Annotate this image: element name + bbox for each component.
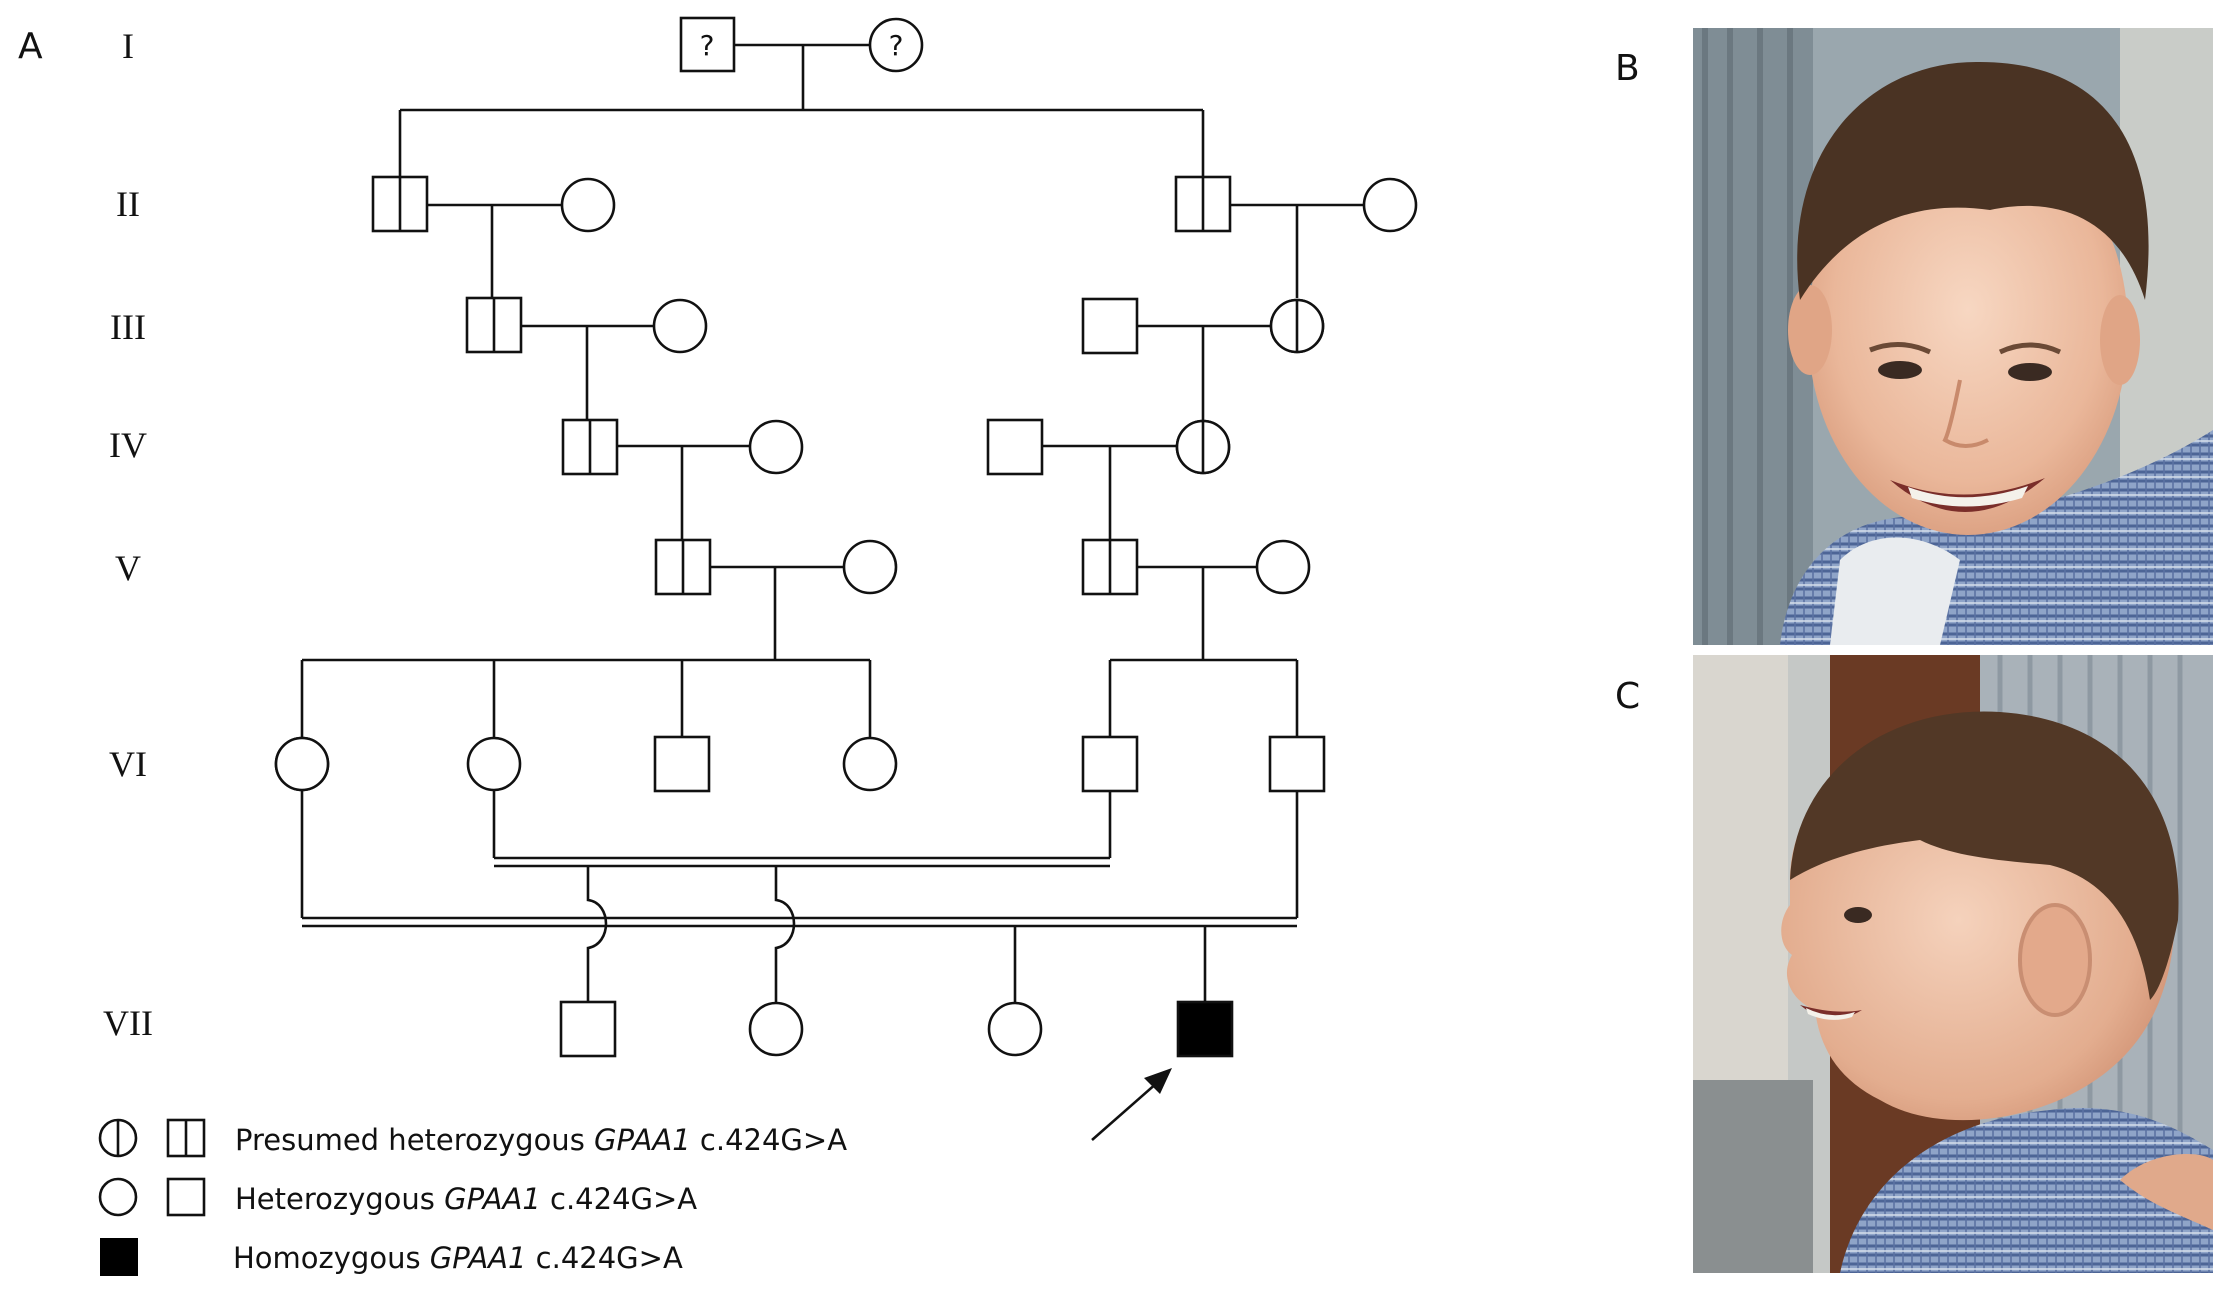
individual-iii-3-male (1081, 297, 1139, 355)
individual-ii-2-female (560, 177, 616, 233)
generation-label-vi: VI (109, 744, 147, 784)
panel-label-b: B (1615, 48, 1640, 89)
generation-label-iii: III (110, 307, 146, 347)
individual-i-2-female-unknown (868, 17, 924, 73)
individual-v-1-male-presumed-carrier (654, 538, 712, 596)
generation-label-iv: IV (109, 425, 147, 465)
generation-label-ii: II (116, 184, 140, 224)
generation-label-i: I (122, 26, 134, 66)
legend-homozygous-label: Homozygous GPAA1 c.424G>A (233, 1241, 683, 1275)
individual-v-3-male-presumed-carrier (1081, 538, 1139, 596)
legend-presumed-heterozygous-label: Presumed heterozygous GPAA1 c.424G>A (235, 1123, 847, 1157)
photo-c-profile-face (1693, 655, 2213, 1273)
individual-vi-1-female-carrier (274, 736, 330, 792)
individual-vi-4-female (842, 736, 898, 792)
individual-v-4-female (1255, 539, 1311, 595)
individual-ii-3-male-presumed-carrier (1174, 175, 1232, 233)
individual-v-2-female (842, 539, 898, 595)
individual-vi-5-male (1081, 735, 1139, 793)
individual-iv-2-female (748, 419, 804, 475)
individual-iv-1-male-presumed-carrier (561, 418, 619, 476)
individual-vi-3-male (653, 735, 711, 793)
individual-vi-2-female (466, 736, 522, 792)
unknown-marker: ? (889, 29, 904, 62)
individual-vii-4-male-affected-proband (1176, 1000, 1234, 1058)
individual-iv-3-male (986, 418, 1044, 476)
individual-vii-1-male (559, 1000, 617, 1058)
panel-label-a: A (18, 26, 43, 67)
generation-label-vii: VII (103, 1003, 153, 1043)
individual-vi-6-male-carrier (1268, 735, 1326, 793)
individual-iii-2-female (652, 298, 708, 354)
legend: Presumed heterozygous GPAA1 c.424G>A Het… (98, 1118, 847, 1276)
individual-iii-4-female-presumed-carrier (1269, 298, 1325, 354)
individual-ii-4-female (1362, 177, 1418, 233)
individual-iii-1-male-presumed-carrier (465, 296, 523, 354)
individual-ii-1-male-presumed-carrier (371, 175, 429, 233)
photo-b-frontal-face (1693, 28, 2213, 645)
unknown-marker: ? (700, 29, 715, 62)
pedigree-lines (300, 43, 1364, 1002)
individual-vii-3-female (987, 1001, 1043, 1057)
legend-heterozygous-square-icon (166, 1177, 206, 1217)
proband-arrow (1091, 1068, 1172, 1141)
generation-label-v: V (115, 548, 141, 588)
individual-i-1-male-unknown (679, 16, 736, 73)
legend-homozygous-square-icon (100, 1238, 138, 1276)
individual-iv-4-female-presumed-carrier (1175, 419, 1231, 475)
legend-heterozygous-label: Heterozygous GPAA1 c.424G>A (235, 1182, 697, 1216)
legend-heterozygous-circle-icon (98, 1177, 138, 1217)
panel-label-c: C (1615, 676, 1640, 717)
individual-vii-2-female (748, 1001, 804, 1057)
legend-presumed-circle-icon (98, 1118, 138, 1158)
legend-presumed-square-icon (166, 1118, 206, 1158)
